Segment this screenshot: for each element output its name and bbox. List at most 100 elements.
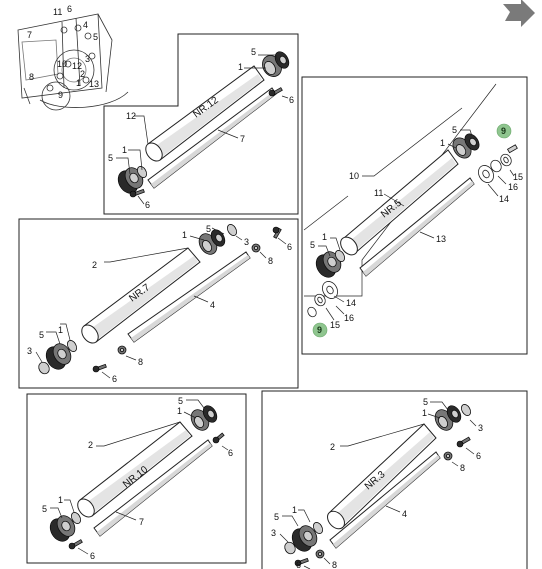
lower-shaft — [93, 439, 213, 537]
roller-group-nr10: NR.10 5 1 6 2 7 5 1 6 — [26, 393, 247, 564]
group-callouts: 5 1 10 11 13 5 1 15 16 14 14 15 16 — [310, 125, 523, 330]
bearing-assembly-top — [190, 405, 218, 431]
inner-frame-line — [303, 195, 349, 231]
overview-label: 2 — [80, 69, 85, 79]
machine-overview: 11 6 7 4 5 10 3 9 12 8 2 1 13 — [17, 4, 129, 111]
upper-roller — [340, 149, 459, 256]
part-callout: 7 — [240, 134, 245, 144]
overview-callouts: 11 6 7 4 5 10 3 9 12 8 2 1 13 — [27, 4, 99, 100]
bolt-icon — [92, 226, 282, 373]
part-callout: 4 — [210, 300, 215, 310]
part-callout: 2 — [330, 442, 335, 452]
group-callouts: 5 1 6 12 7 5 1 6 — [108, 47, 294, 210]
part-callout: 1 — [58, 495, 63, 505]
group-leaders — [279, 401, 477, 569]
roller-group-nr7: NR.7 1 5 3 6 8 2 4 5 1 3 8 6 — [18, 218, 299, 389]
nut-icon — [315, 451, 453, 559]
bearing-assembly-bottom — [49, 512, 81, 542]
part-callout: 1 — [58, 325, 63, 335]
bearing-assembly-top — [452, 133, 480, 159]
group-leaders — [35, 227, 287, 379]
next-page-arrow-icon[interactable] — [503, 0, 535, 27]
part-callout: 6 — [287, 242, 292, 252]
overview-label: 5 — [93, 32, 98, 42]
washer-set-top — [478, 144, 518, 183]
part-callout: 6 — [90, 551, 95, 561]
part-callout: 16 — [344, 313, 354, 323]
part-callout: 5 — [206, 224, 211, 234]
part-callout: 1 — [122, 145, 127, 155]
part-callout: 3 — [271, 528, 276, 538]
part-callout: 6 — [296, 560, 301, 569]
part-callout: 6 — [145, 200, 150, 210]
part-callout: 5 — [42, 504, 47, 514]
overview-drawing — [17, 13, 129, 111]
highlight-badge[interactable]: 9 — [312, 322, 328, 338]
part-callout: 5 — [178, 396, 183, 406]
group-leaders — [50, 399, 229, 555]
lower-shaft — [359, 177, 475, 277]
part-callout: 6 — [476, 451, 481, 461]
bearing-assembly-bottom — [315, 250, 345, 278]
upper-roller — [81, 247, 201, 344]
part-callout: 8 — [138, 357, 143, 367]
part-callout: 7 — [139, 517, 144, 527]
bearing-assembly-top — [198, 224, 237, 255]
part-callout: 14 — [346, 298, 356, 308]
part-callout: 8 — [332, 560, 337, 569]
part-callout: 2 — [88, 440, 93, 450]
part-callout: 6 — [289, 95, 294, 105]
bolt-icon — [68, 432, 225, 550]
overview-label: 9 — [58, 90, 63, 100]
bolt-icon — [294, 436, 471, 567]
part-callout: 3 — [478, 423, 483, 433]
part-callout: 15 — [330, 320, 340, 330]
group-callouts: 5 1 3 6 8 2 4 5 1 3 8 6 — [271, 397, 483, 569]
part-callout: 6 — [112, 374, 117, 384]
part-callout: 4 — [402, 509, 407, 519]
roller-group-nr12: NR.12 5 1 6 12 7 5 1 6 — [103, 33, 299, 215]
part-callout: 15 — [513, 172, 523, 182]
badge-label: 9 — [501, 126, 506, 136]
part-callout: 1 — [182, 230, 187, 240]
part-callout: 5 — [108, 153, 113, 163]
roller-group-nr5: NR.5 5 1 10 11 13 5 1 15 16 14 14 15 16 … — [301, 76, 528, 355]
overview-label: 7 — [27, 30, 32, 40]
part-callout: 12 — [126, 111, 136, 121]
highlight-badge[interactable]: 9 — [496, 123, 512, 139]
overview-label: 4 — [83, 20, 88, 30]
upper-roller — [77, 421, 193, 518]
group-callouts: 1 5 3 6 8 2 4 5 1 3 8 6 — [27, 224, 292, 384]
roller-group-nr3: NR.3 5 1 3 6 8 2 4 5 1 3 8 6 — [261, 390, 528, 569]
part-callout: 16 — [508, 182, 518, 192]
part-callout: 2 — [92, 260, 97, 270]
overview-label: 12 — [72, 61, 82, 71]
group-callouts: 5 1 6 2 7 5 1 6 — [42, 396, 233, 561]
part-callout: 1 — [177, 406, 182, 416]
overview-label: 3 — [85, 54, 90, 64]
part-callout: 5 — [423, 397, 428, 407]
group-leaders — [318, 107, 515, 321]
part-callout: 5 — [39, 330, 44, 340]
overview-label: 1 — [76, 78, 81, 88]
part-callout: 14 — [499, 194, 509, 204]
part-callout: 8 — [268, 256, 273, 266]
part-callout: 13 — [436, 234, 446, 244]
overview-label: 6 — [67, 4, 72, 14]
bearing-assembly-bottom — [284, 522, 323, 555]
overview-label: 10 — [57, 59, 67, 69]
part-callout: 5 — [251, 47, 256, 57]
part-callout: 10 — [349, 171, 359, 181]
lower-shaft — [329, 451, 441, 549]
bearing-assembly-bottom — [38, 340, 77, 375]
bearing-assembly-top — [262, 51, 290, 77]
part-callout: 1 — [440, 138, 445, 148]
part-callout: 5 — [310, 240, 315, 250]
overview-label: 13 — [89, 79, 99, 89]
part-callout: 5 — [452, 125, 457, 135]
bolt-icon — [129, 87, 283, 198]
bearing-assembly-bottom — [117, 166, 147, 194]
badge-label: 9 — [317, 325, 322, 335]
